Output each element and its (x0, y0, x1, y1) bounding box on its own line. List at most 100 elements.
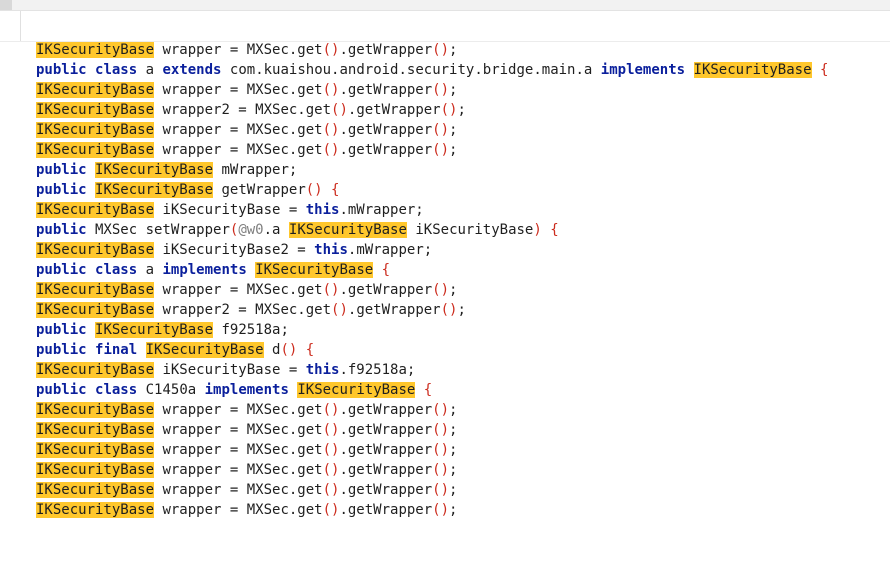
code-line[interactable]: IKSecurityBase wrapper = MXSec.get().get… (36, 460, 886, 480)
code-text: .getWrapper (339, 122, 433, 138)
punctuation-token: () (322, 42, 340, 58)
keyword-token: implements (204, 382, 289, 398)
code-line[interactable]: IKSecurityBase wrapper = MXSec.get().get… (36, 400, 886, 420)
code-text: .getWrapper (339, 282, 433, 298)
punctuation-token: () (322, 422, 340, 438)
keyword-token: implements (162, 262, 247, 278)
keyword-token: public (36, 182, 87, 198)
code-text: wrapper = MXSec.get (154, 422, 323, 438)
keyword-token: class (95, 62, 138, 78)
code-text (373, 262, 381, 278)
code-line[interactable]: public class a extends com.kuaishou.andr… (36, 60, 886, 80)
code-text: ; (449, 462, 458, 478)
code-line[interactable]: IKSecurityBase wrapper = MXSec.get().get… (36, 120, 886, 140)
keyword-token: this (314, 242, 348, 258)
highlighted-match: IKSecurityBase (145, 342, 264, 358)
punctuation-token: () (432, 402, 450, 418)
punctuation-token: () (322, 282, 340, 298)
code-text: .f92518a; (339, 362, 416, 378)
highlighted-match: IKSecurityBase (36, 82, 155, 98)
keyword-token: final (95, 342, 138, 358)
code-text: .getWrapper (347, 102, 441, 118)
code-line[interactable]: public final IKSecurityBase d() { (36, 340, 886, 360)
code-text (685, 62, 693, 78)
punctuation-token: () (331, 302, 348, 318)
highlighted-match: IKSecurityBase (95, 162, 214, 178)
code-text: ; (449, 422, 458, 438)
highlighted-match: IKSecurityBase (95, 322, 214, 338)
code-line[interactable]: public class a implements IKSecurityBase… (36, 260, 886, 280)
punctuation-token: () (322, 122, 340, 138)
code-line[interactable]: IKSecurityBase wrapper = MXSec.get().get… (36, 480, 886, 500)
code-text (415, 382, 423, 398)
code-text: wrapper = MXSec.get (154, 462, 323, 478)
punctuation-token: { (331, 182, 340, 198)
code-line[interactable]: public MXSec setWrapper(@w0.a IKSecurity… (36, 220, 886, 240)
keyword-token: public (36, 262, 87, 278)
code-line[interactable]: IKSecurityBase wrapper = MXSec.get().get… (36, 280, 886, 300)
punctuation-token: { (381, 262, 391, 278)
code-text: C1450a (137, 382, 205, 398)
punctuation-token: () (440, 302, 458, 318)
keyword-token: public (36, 382, 87, 398)
code-text: .getWrapper (339, 402, 433, 418)
code-line[interactable]: public IKSecurityBase f92518a; (36, 320, 886, 340)
punctuation-token: { (819, 62, 829, 78)
code-line[interactable]: IKSecurityBase iKSecurityBase = this.f92… (36, 360, 886, 380)
punctuation-token: ( (229, 222, 239, 238)
code-text: wrapper = MXSec.get (154, 42, 323, 58)
code-text (812, 62, 820, 78)
code-text: ; (449, 482, 458, 498)
highlighted-match: IKSecurityBase (36, 482, 155, 498)
code-text: iKSecurityBase (406, 222, 534, 238)
code-line[interactable]: public class C1450a implements IKSecurit… (36, 380, 886, 400)
punctuation-token: () (440, 102, 458, 118)
search-results-code-view: IKSecurityBase wrapper = MXSec.get().get… (36, 40, 886, 520)
code-line[interactable]: IKSecurityBase wrapper = MXSec.get().get… (36, 140, 886, 160)
code-text: wrapper2 = MXSec.get (154, 102, 332, 118)
code-line[interactable]: IKSecurityBase wrapper2 = MXSec.get().ge… (36, 300, 886, 320)
code-line[interactable]: public IKSecurityBase getWrapper() { (36, 180, 886, 200)
punctuation-token: () (432, 122, 450, 138)
code-text (87, 382, 95, 398)
highlighted-match: IKSecurityBase (36, 462, 155, 478)
code-line[interactable]: IKSecurityBase wrapper2 = MXSec.get ().ge… (36, 100, 886, 120)
code-text: .getWrapper (339, 142, 433, 158)
code-text: wrapper = MXSec.get (154, 142, 323, 158)
punctuation-token: () (432, 422, 450, 438)
code-text: wrapper = MXSec.get (154, 482, 323, 498)
code-line[interactable]: public IKSecurityBase mWrapper; (36, 160, 886, 180)
code-text: iKSecurityBase = (154, 362, 306, 378)
code-text: getWrapper (213, 182, 306, 198)
search-bar-divider (20, 11, 21, 41)
code-line[interactable]: IKSecurityBase wrapper = MXSec.get().get… (36, 500, 886, 520)
punctuation-token: () (432, 42, 450, 58)
highlighted-match: IKSecurityBase (36, 242, 155, 258)
highlighted-match: IKSecurityBase (36, 42, 155, 58)
code-text: wrapper = MXSec.get (154, 442, 323, 458)
code-line[interactable]: IKSecurityBase wrapper = MXSec.get().get… (36, 40, 886, 60)
search-input[interactable] (20, 11, 890, 41)
window-top-strip (0, 0, 890, 11)
code-text: .mWrapper; (339, 202, 424, 218)
code-line[interactable]: IKSecurityBase wrapper = MXSec.get().get… (36, 440, 886, 460)
code-text: wrapper = MXSec.get (154, 282, 323, 298)
highlighted-match: IKSecurityBase (255, 262, 374, 278)
code-line[interactable]: IKSecurityBase iKSecurityBase = this.mWr… (36, 200, 886, 220)
code-text: wrapper = MXSec.get (154, 122, 323, 138)
code-text: .getWrapper (339, 422, 433, 438)
highlighted-match: IKSecurityBase (36, 202, 155, 218)
highlighted-match: IKSecurityBase (693, 62, 812, 78)
code-text: .getWrapper (339, 502, 433, 518)
code-text: ; (449, 82, 458, 98)
code-text: wrapper = MXSec.get (154, 502, 323, 518)
highlighted-match: IKSecurityBase (36, 102, 155, 118)
highlighted-match: IKSecurityBase (36, 502, 155, 518)
code-text: .getWrapper (339, 482, 433, 498)
code-text: iKSecurityBase = (154, 202, 306, 218)
code-line[interactable]: IKSecurityBase wrapper = MXSec.get().get… (36, 80, 886, 100)
keyword-token: implements (600, 62, 686, 78)
code-line[interactable]: IKSecurityBase wrapper = MXSec.get().get… (36, 420, 886, 440)
code-line[interactable]: IKSecurityBase iKSecurityBase2 = this.mW… (36, 240, 886, 260)
highlighted-match: IKSecurityBase (36, 402, 155, 418)
